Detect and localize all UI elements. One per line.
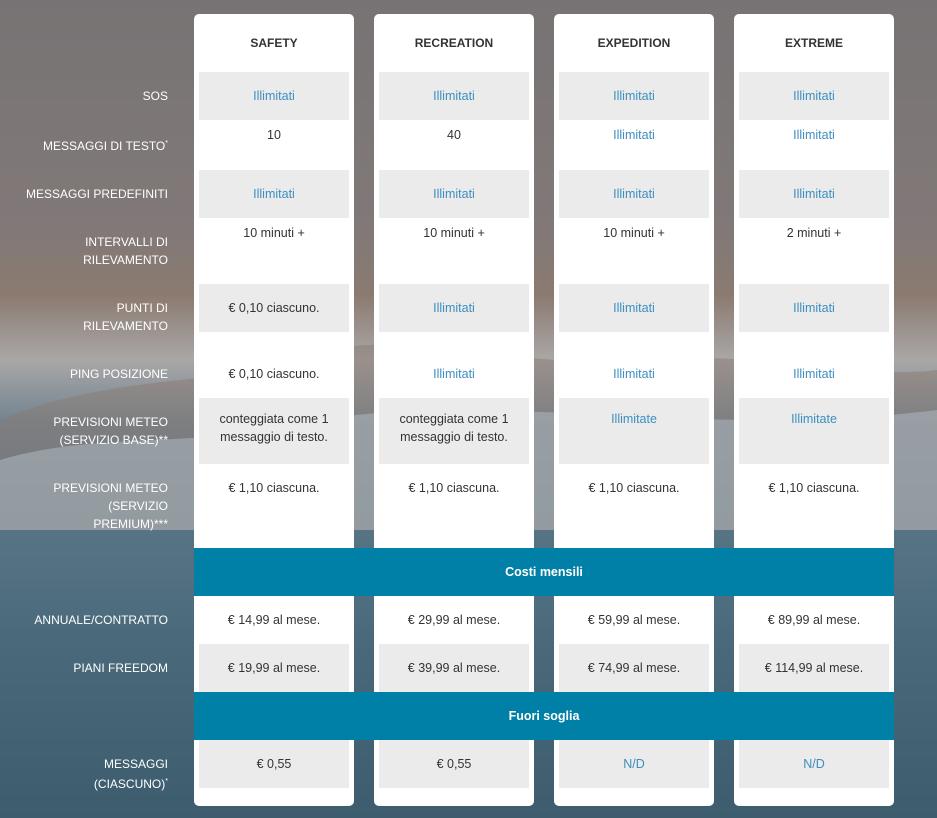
plan-title: SAFETY (250, 36, 298, 50)
plan-cell: Illimitati (379, 72, 529, 120)
plan-cell: € 0,10 ciascuno. (228, 367, 320, 381)
label-freedom: PIANI FREEDOM (73, 661, 168, 675)
plan-cell: € 39,99 al mese. (379, 644, 529, 692)
label-punti: PUNTI DI RILEVAMENTO (83, 301, 168, 333)
plan-cell: Illimitati (613, 367, 655, 381)
plan-cell: € 29,99 al mese. (407, 613, 501, 627)
footnote-mark: * (165, 778, 168, 785)
plan-cell: € 14,99 al mese. (227, 613, 321, 627)
plan-cell: 40 (447, 128, 461, 142)
plan-cell: 10 minuti + (423, 226, 485, 240)
plan-cell: Illimitati (793, 367, 835, 381)
label-messaggi-testo: MESSAGGI DI TESTO* (0, 135, 168, 155)
plan-cell: € 89,99 al mese. (767, 613, 861, 627)
plan-cell: 10 (267, 128, 281, 142)
plan-cell: € 1,10 ciascuna. (768, 481, 860, 495)
plan-cell: € 0,55 (379, 740, 529, 788)
plan-cell: conteggiata come 1 messaggio di testo. (199, 398, 349, 464)
plan-cell: Illimitati (433, 367, 475, 381)
plan-cell: Illimitati (739, 170, 889, 218)
plan-cell: Illimitati (199, 72, 349, 120)
label-annuale: ANNUALE/CONTRATTO (34, 613, 168, 627)
plan-cell: Illimitati (559, 72, 709, 120)
plan-cell: Illimitati (199, 170, 349, 218)
label-ping: PING POSIZIONE (69, 367, 168, 381)
plan-cell: conteggiata come 1 messaggio di testo. (379, 398, 529, 464)
plan-cell: € 0,55 (199, 740, 349, 788)
plan-cell: 10 minuti + (243, 226, 305, 240)
plan-cell: € 1,10 ciascuna. (588, 481, 680, 495)
plan-cell: Illimitati (613, 128, 655, 142)
label-text: MESSAGGI (CIASCUNO) (93, 757, 168, 791)
banner-fuori-soglia: Fuori soglia (194, 692, 894, 740)
label-text: MESSAGGI DI TESTO (43, 139, 166, 153)
plan-cell: Illimitati (739, 72, 889, 120)
plan-cell: € 1,10 ciascuna. (228, 481, 320, 495)
plan-cell: € 0,10 ciascuno. (199, 284, 349, 332)
plan-cell: € 74,99 al mese. (559, 644, 709, 692)
label-meteo-premium: PREVISIONI METEO (SERVIZIO PREMIUM)*** (53, 481, 168, 531)
plan-cell: 10 minuti + (603, 226, 665, 240)
label-intervalli: INTERVALLI DI RILEVAMENTO (83, 235, 168, 267)
plan-cell: Illimitati (793, 128, 835, 142)
plan-cell: N/D (739, 740, 889, 788)
label-messaggi-predefiniti: MESSAGGI PREDEFINITI (25, 187, 168, 201)
plan-cell: € 19,99 al mese. (199, 644, 349, 692)
plan-cell: € 114,99 al mese. (739, 644, 889, 692)
plan-cell: 2 minuti + (786, 226, 842, 240)
label-sos: SOS (142, 89, 168, 103)
plan-cell: Illimitati (379, 170, 529, 218)
footnote-mark: * (165, 140, 168, 147)
plan-cell: € 59,99 al mese. (587, 613, 681, 627)
plan-cell: Illimitati (559, 284, 709, 332)
plan-title: RECREATION (414, 36, 494, 50)
label-messaggi-ciascuno: MESSAGGI (CIASCUNO)* (58, 755, 168, 793)
plan-title: EXTREME (784, 36, 843, 50)
plan-cell: Illimitati (739, 284, 889, 332)
plan-cell: Illimitate (739, 398, 889, 464)
label-meteo-base: PREVISIONI METEO (SERVIZIO BASE)** (53, 415, 168, 447)
plan-cell: N/D (559, 740, 709, 788)
plan-title: EXPEDITION (597, 36, 671, 50)
banner-costi-mensili: Costi mensili (194, 548, 894, 596)
plan-cell: € 1,10 ciascuna. (408, 481, 500, 495)
plan-cell: Illimitati (559, 170, 709, 218)
plan-cell: Illimitate (559, 398, 709, 464)
plan-cell: Illimitati (379, 284, 529, 332)
